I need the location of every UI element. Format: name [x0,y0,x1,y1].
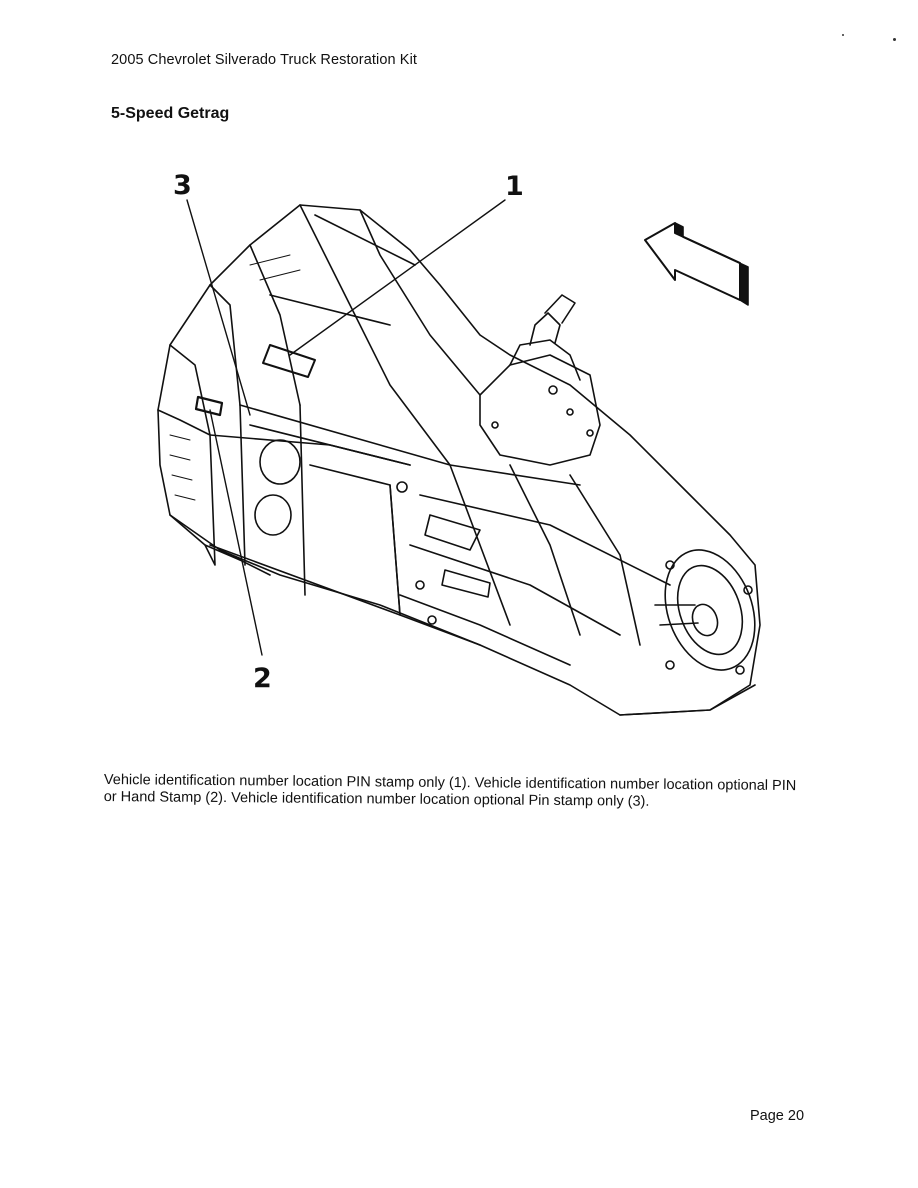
leader-line-2 [209,409,263,656]
callout-3: 3 [173,170,192,201]
vin-pad-1 [262,344,316,378]
transmission-outline [157,204,761,716]
page-number: Page 20 [750,1108,805,1124]
leader-line-1 [289,199,506,356]
section-title: 5-Speed Getrag [111,105,230,122]
leader-line-3 [186,199,251,416]
direction-arrow-icon [644,222,749,306]
callout-1: 1 [505,171,524,202]
figure-caption: Vehicle identification number location P… [103,772,797,810]
transmission-illustration [157,199,761,716]
scan-speck [893,38,896,41]
transmission-figure [150,165,770,730]
vin-pad-2 [194,395,224,417]
callout-2: 2 [253,663,272,694]
page-header: 2005 Chevrolet Silverado Truck Restorati… [111,52,418,68]
scan-speck [842,34,844,36]
